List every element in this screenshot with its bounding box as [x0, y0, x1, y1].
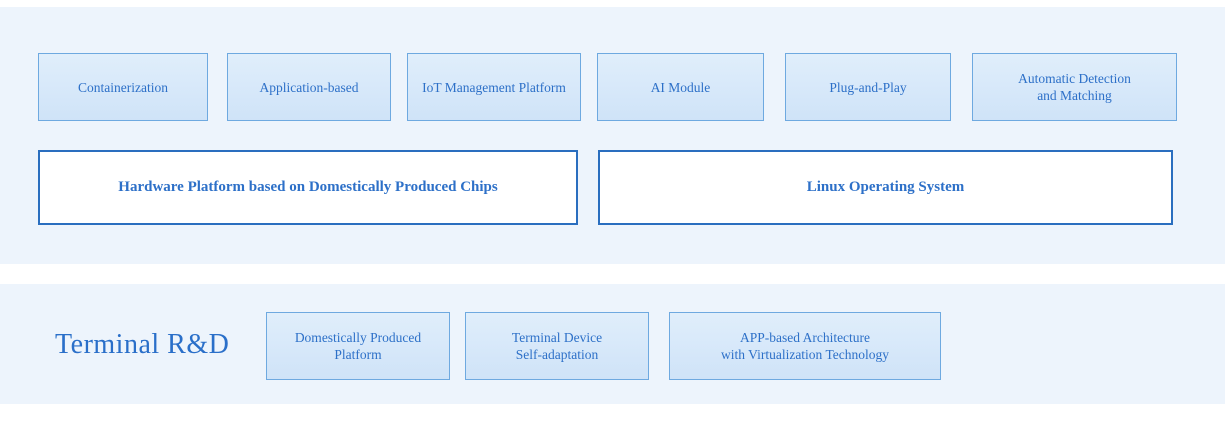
feature-box-terminal-device-self-adaptation: Terminal Device Self-adaptation: [465, 312, 649, 380]
feature-box-automatic-detection-and-matching: Automatic Detection and Matching: [972, 53, 1177, 121]
feature-box-plug-and-play: Plug-and-Play: [785, 53, 951, 121]
feature-box-domestically-produced-platform: Domestically Produced Platform: [266, 312, 450, 380]
platform-box-linux-operating-system: Linux Operating System: [598, 150, 1173, 225]
feature-box-ai-module: AI Module: [597, 53, 764, 121]
terminal-rd-title: Terminal R&D: [55, 329, 230, 360]
feature-box-containerization: Containerization: [38, 53, 208, 121]
feature-box-app-based-architecture: APP-based Architecture with Virtualizati…: [669, 312, 941, 380]
platform-box-hardware-platform: Hardware Platform based on Domestically …: [38, 150, 578, 225]
feature-box-application-based: Application-based: [227, 53, 391, 121]
upper-section-band: Containerization Application-based IoT M…: [0, 7, 1225, 264]
feature-box-iot-management-platform: IoT Management Platform: [407, 53, 581, 121]
